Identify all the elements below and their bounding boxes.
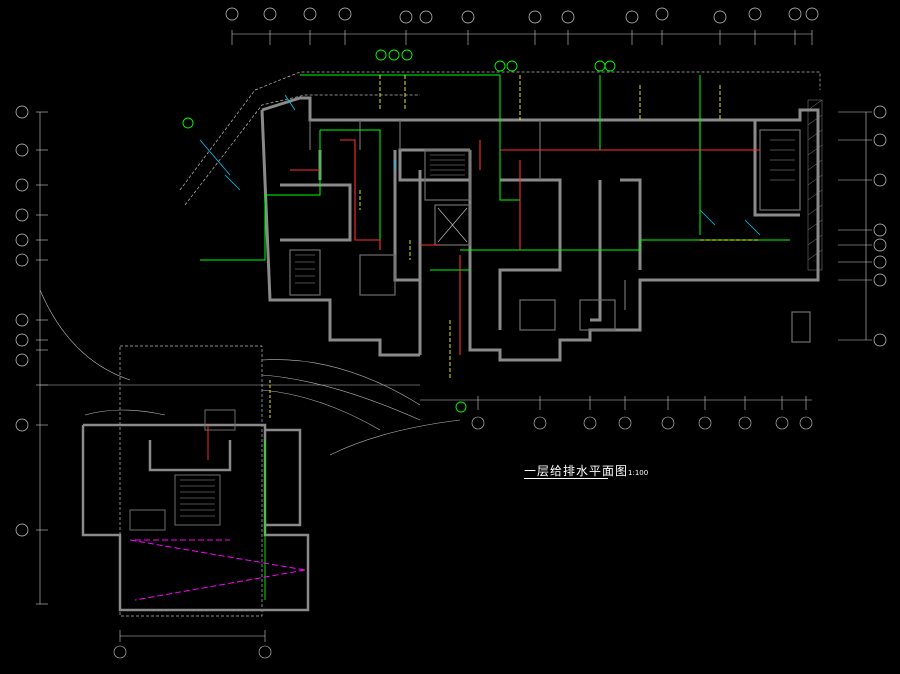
parking-hatch — [129, 539, 306, 601]
top-axis-bubbles — [225, 7, 819, 24]
fire-pipes — [199, 94, 761, 236]
right-wall-hatch — [807, 99, 823, 271]
drawing-title-text: 一层给排水平面图 — [524, 464, 629, 478]
annex-stair-hatch — [180, 479, 215, 517]
top-dimension-chain — [231, 30, 813, 45]
site-curves — [39, 289, 461, 456]
title-underline — [524, 478, 608, 479]
annex-outline — [119, 345, 263, 617]
hot-water-pipes — [290, 139, 760, 355]
building-perimeter — [179, 71, 821, 206]
annex-pipes — [207, 380, 271, 600]
main-walls — [260, 96, 820, 362]
drainage-pipes — [359, 75, 760, 380]
left-dimension-chain — [36, 111, 48, 605]
left-axis-bubbles — [15, 105, 29, 537]
elevator-cross — [437, 207, 468, 243]
fire-riser-symbols — [182, 49, 616, 413]
right-axis-bubbles — [873, 105, 887, 347]
bottom-dimension-chain — [420, 396, 813, 430]
drawing-scale: 1:100 — [628, 469, 649, 477]
annex-interior — [129, 409, 236, 531]
right-dimension-chain — [838, 111, 872, 341]
drawing-title: 一层给排水平面图1:100 — [524, 462, 648, 479]
stair-hatch-main — [295, 139, 795, 284]
annex-bottom-dimension — [113, 630, 272, 659]
